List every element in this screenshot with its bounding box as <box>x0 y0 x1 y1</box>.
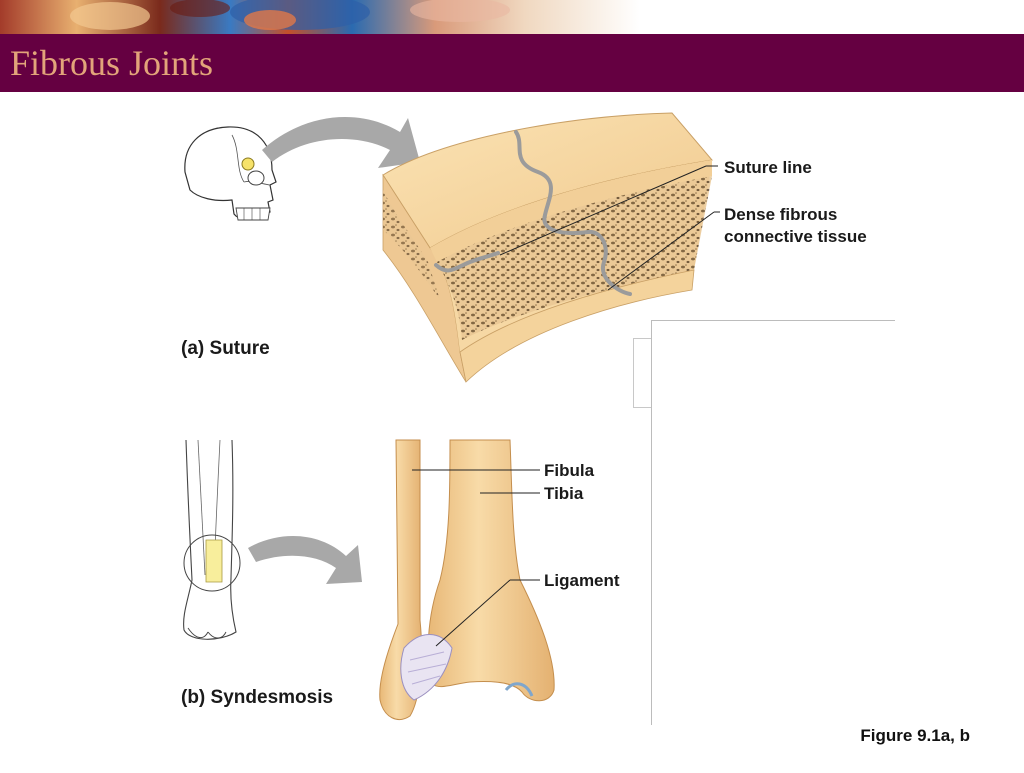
label-ligament: Ligament <box>544 571 620 590</box>
decorative-header-image <box>0 0 640 34</box>
caption-syndesmosis-text: Syndesmosis <box>210 687 334 708</box>
label-connective-tissue: connective tissue <box>724 227 867 246</box>
title-bar: Fibrous Joints <box>0 34 1024 92</box>
joint-diagram: Suture line Dense fibrous connective tis… <box>183 112 867 720</box>
arrow-to-syndesmosis <box>248 536 362 584</box>
caption-syndesmosis-prefix: (b) <box>181 687 206 708</box>
caption-syndesmosis: (b) Syndesmosis <box>181 687 333 709</box>
suture-bone-section <box>382 112 713 383</box>
caption-suture-prefix: (a) <box>181 338 205 359</box>
label-fibula: Fibula <box>544 461 595 480</box>
skull-illustration <box>184 126 277 221</box>
caption-suture: (a) Suture <box>181 338 270 360</box>
label-dense-fibrous: Dense fibrous <box>724 205 837 224</box>
slide-title: Fibrous Joints <box>10 43 214 83</box>
figure-area: Suture line Dense fibrous connective tis… <box>0 92 1024 768</box>
leg-illustration <box>183 439 241 640</box>
tibia-fibula-illustration <box>379 439 555 720</box>
caption-suture-text: Suture <box>209 338 270 359</box>
arrow-to-suture <box>262 117 420 168</box>
label-suture-line: Suture line <box>724 158 812 177</box>
blank-panel-notch <box>633 338 653 408</box>
blank-panel <box>651 320 895 725</box>
label-tibia: Tibia <box>544 484 584 503</box>
figure-number: Figure 9.1a, b <box>860 726 970 745</box>
